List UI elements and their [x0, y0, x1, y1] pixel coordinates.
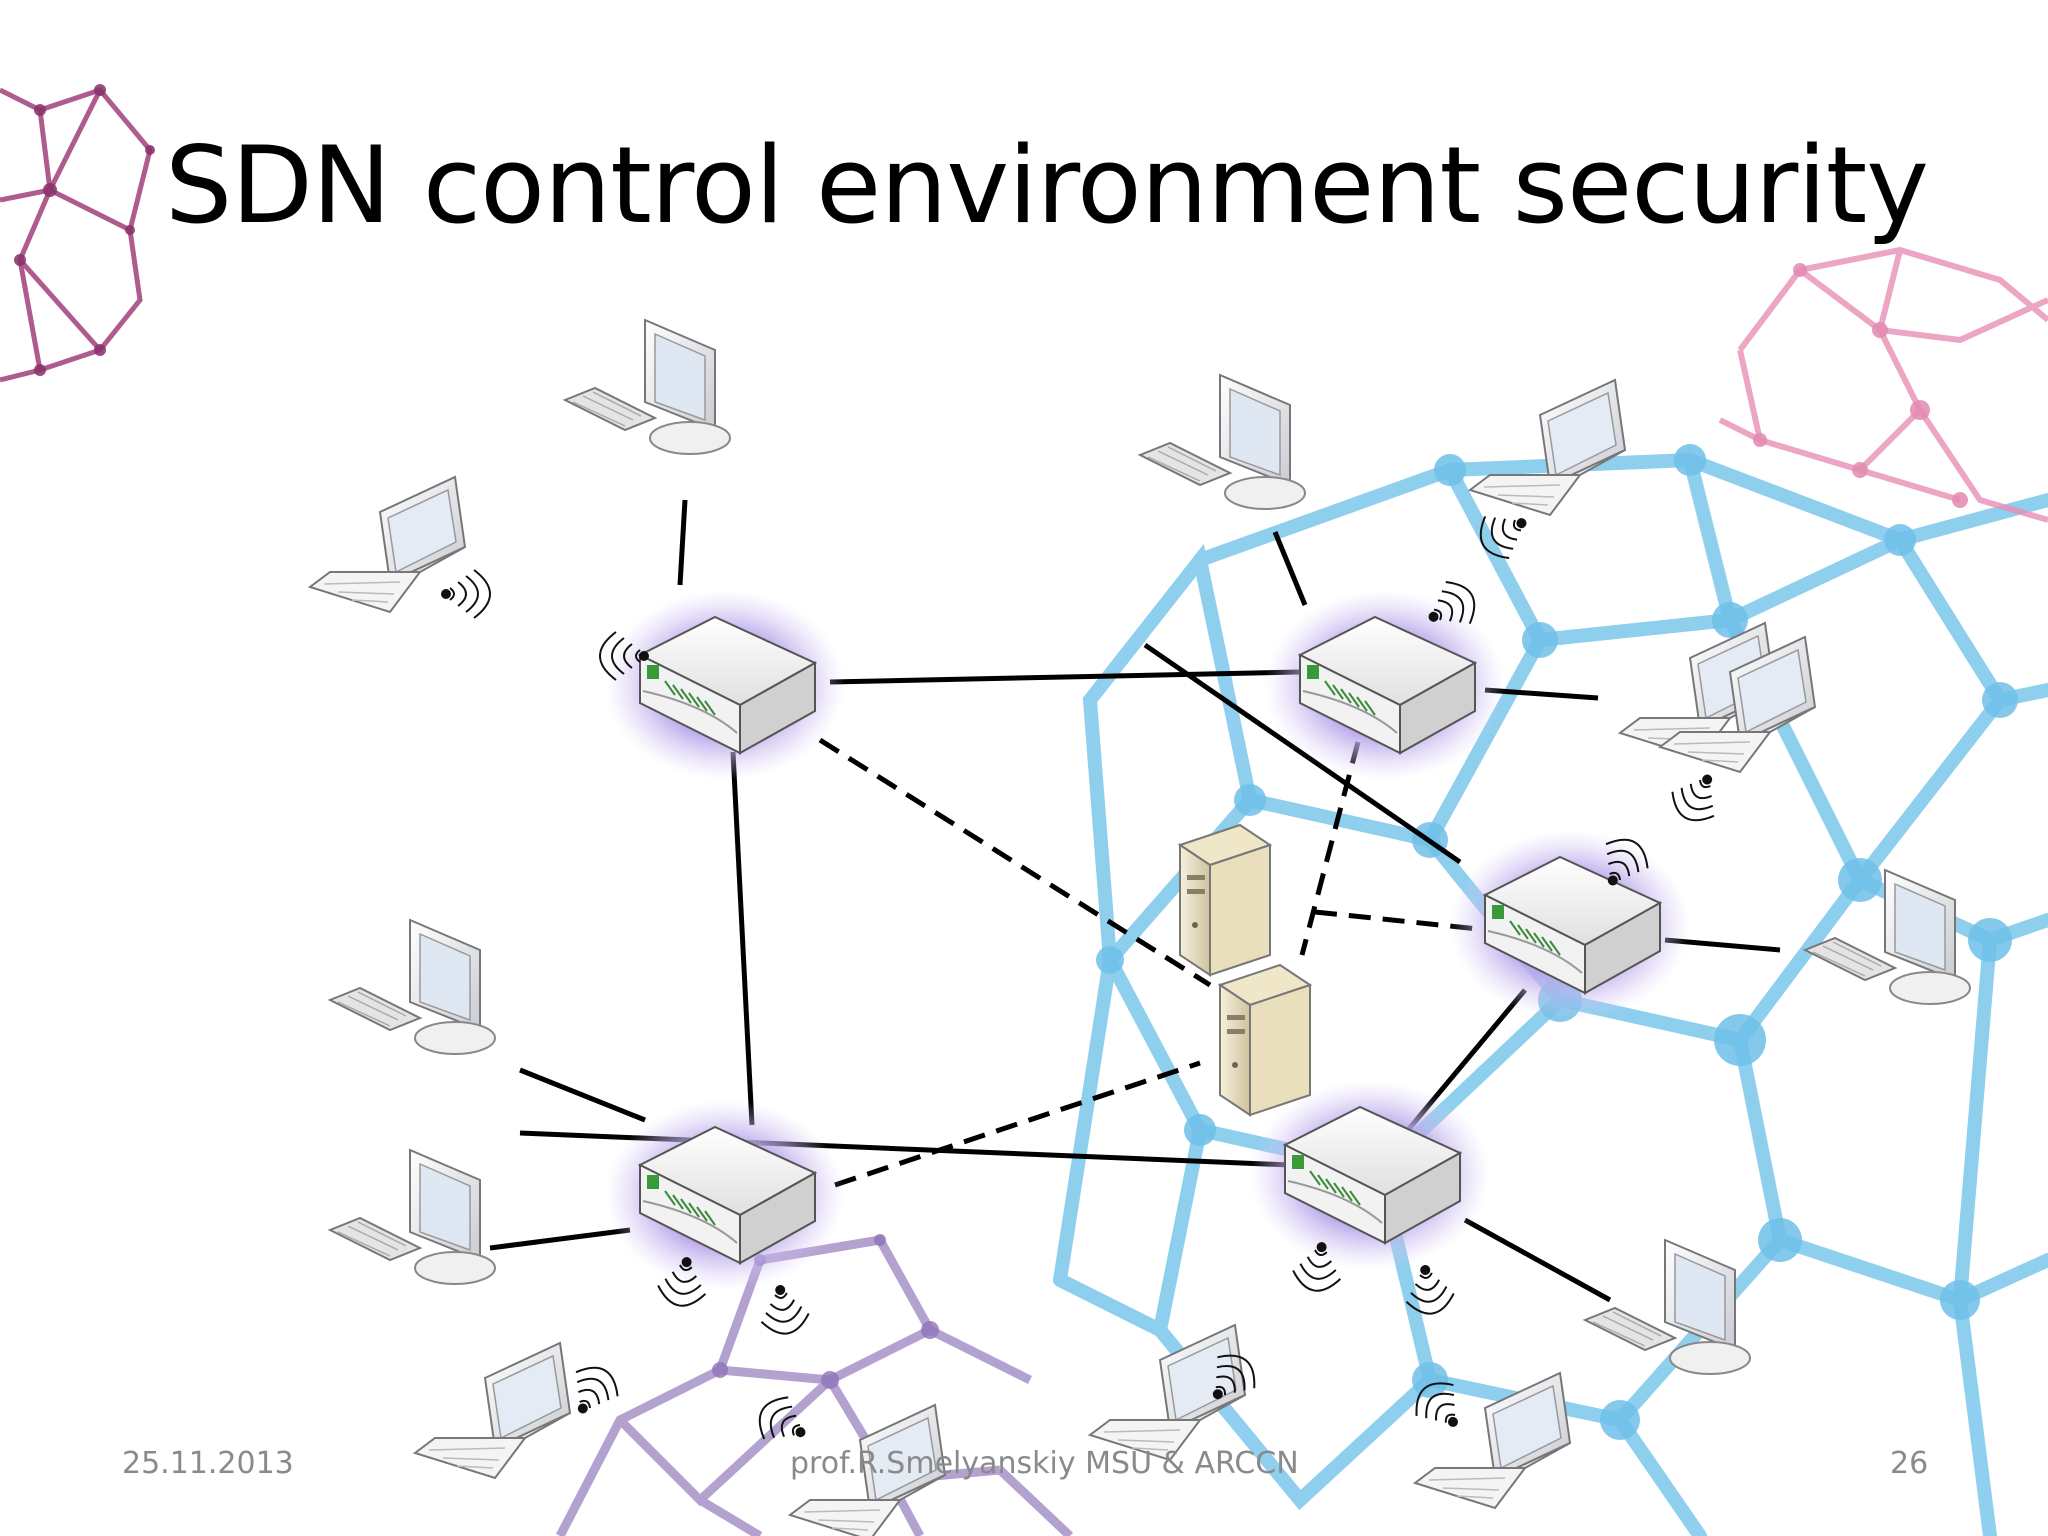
laptop-icon — [1414, 1372, 1571, 1509]
desktop-computer-icon — [1584, 1239, 1751, 1375]
switch-icon — [1449, 829, 1691, 1021]
footer-page-number: 26 — [1890, 1446, 1929, 1481]
footer-author: prof.R.Smelyanskiy MSU & ARCCN — [790, 1446, 1299, 1481]
pink-sphere — [1718, 246, 2048, 523]
wireless-signal-icon — [1399, 1260, 1458, 1319]
switch-icon — [1264, 589, 1506, 781]
laptop-icon — [414, 1342, 571, 1479]
footer-date: 25.11.2013 — [122, 1446, 294, 1481]
desktop-computer-icon — [329, 919, 496, 1055]
desktop-computer-icon — [329, 1149, 496, 1285]
wireless-signal-icon — [1470, 499, 1538, 567]
switch-icon — [1249, 1079, 1491, 1271]
server-icon — [1179, 824, 1271, 976]
desktop-computer-icon — [1804, 869, 1971, 1005]
switch-icon — [604, 589, 846, 781]
wireless-signal-icon — [1663, 763, 1731, 831]
wireless-signal-icon — [441, 569, 491, 619]
desktop-computer-icon — [1139, 374, 1306, 510]
laptop-icon — [1469, 379, 1626, 516]
desktop-computer-icon — [564, 319, 731, 455]
switch-icon — [604, 1099, 846, 1291]
slide-title: SDN control environment security — [165, 124, 1929, 247]
server-icon — [1219, 964, 1311, 1116]
wireless-signal-icon — [754, 1280, 813, 1339]
wireless-signal-icon — [1405, 1371, 1475, 1442]
